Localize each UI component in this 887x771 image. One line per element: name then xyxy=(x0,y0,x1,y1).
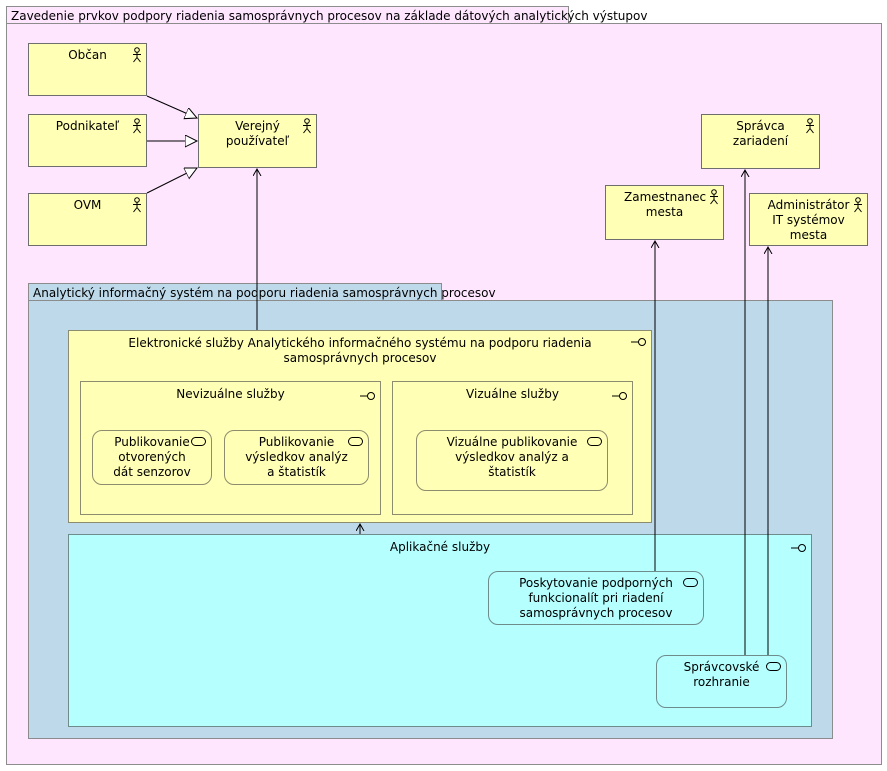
app-service-poskytovanie-funkcionalit[interactable]: Poskytovanie podporných funkcionalít pri… xyxy=(488,571,704,625)
visual-title: Vizuálne služby xyxy=(466,387,559,401)
actor-icon xyxy=(303,118,311,134)
service-vizualne-publikovanie[interactable]: Vizuálne publikovanie výsledkov analýz a… xyxy=(416,430,608,491)
service-icon xyxy=(683,578,698,587)
actor-icon xyxy=(710,189,718,205)
actor-admin-label: Administrátor IT systémov mesta xyxy=(767,198,850,242)
actor-ovm[interactable]: OVM xyxy=(28,193,147,246)
actor-zamestnanec-mesta[interactable]: Zamestnanec mesta xyxy=(605,185,724,240)
service-interface-icon xyxy=(360,392,375,400)
actor-icon xyxy=(133,197,141,213)
service-interface-icon xyxy=(631,338,646,346)
actor-icon xyxy=(133,118,141,134)
service-label: Poskytovanie podporných funkcionalít pri… xyxy=(519,576,673,620)
actor-zamestnanec-label: Zamestnanec mesta xyxy=(624,190,707,219)
service-label: Vizuálne publikovanie výsledkov analýz a… xyxy=(446,435,578,479)
service-icon xyxy=(766,662,781,671)
service-label: Publikovanie otvorených dát senzorov xyxy=(113,435,191,479)
actor-obcan[interactable]: Občan xyxy=(28,43,147,96)
actor-podnikatel[interactable]: Podnikateľ xyxy=(28,114,147,167)
outer-group-tab: Zavedenie prvkov podpory riadenia samosp… xyxy=(6,6,647,24)
service-icon xyxy=(348,437,363,446)
actor-icon xyxy=(133,47,141,63)
service-publikovanie-otvorenych-dat[interactable]: Publikovanie otvorených dát senzorov xyxy=(92,430,212,485)
actor-obcan-label: Občan xyxy=(68,48,107,62)
service-icon xyxy=(191,437,206,446)
actor-verejny-pouzivatel[interactable]: Verejný používateľ xyxy=(198,114,317,168)
service-icon xyxy=(587,437,602,446)
actor-icon xyxy=(806,118,814,134)
actor-spravca-label: Správca zariadení xyxy=(732,119,789,148)
nonvisual-title: Nevizuálne služby xyxy=(176,387,285,401)
outer-group-title: Zavedenie prvkov podpory riadenia samosp… xyxy=(11,9,648,23)
app-service-spravcovske-rozhranie[interactable]: Správcovské rozhranie xyxy=(656,655,787,708)
service-label: Správcovské rozhranie xyxy=(683,660,760,689)
app-services-title: Aplikačné služby xyxy=(389,540,491,554)
system-group-title: Analytický informačný systém na podporu … xyxy=(33,286,496,300)
service-label: Publikovanie výsledkov analýz a štatistí… xyxy=(245,435,348,479)
actor-spravca-zariadeni[interactable]: Správca zariadení xyxy=(701,114,820,169)
service-interface-icon xyxy=(791,544,806,552)
service-publikovanie-vysledkov[interactable]: Publikovanie výsledkov analýz a štatistí… xyxy=(224,430,369,485)
actor-verejny-label: Verejný používateľ xyxy=(225,119,290,148)
eservices-title: Elektronické služby Analytického informa… xyxy=(128,336,592,365)
service-interface-icon xyxy=(612,392,627,400)
actor-administrator-it[interactable]: Administrátor IT systémov mesta xyxy=(749,193,868,246)
system-group-tab: Analytický informačný systém na podporu … xyxy=(28,283,496,301)
actor-icon xyxy=(854,197,862,213)
actor-ovm-label: OVM xyxy=(73,198,102,212)
actor-podnikatel-label: Podnikateľ xyxy=(55,119,120,133)
